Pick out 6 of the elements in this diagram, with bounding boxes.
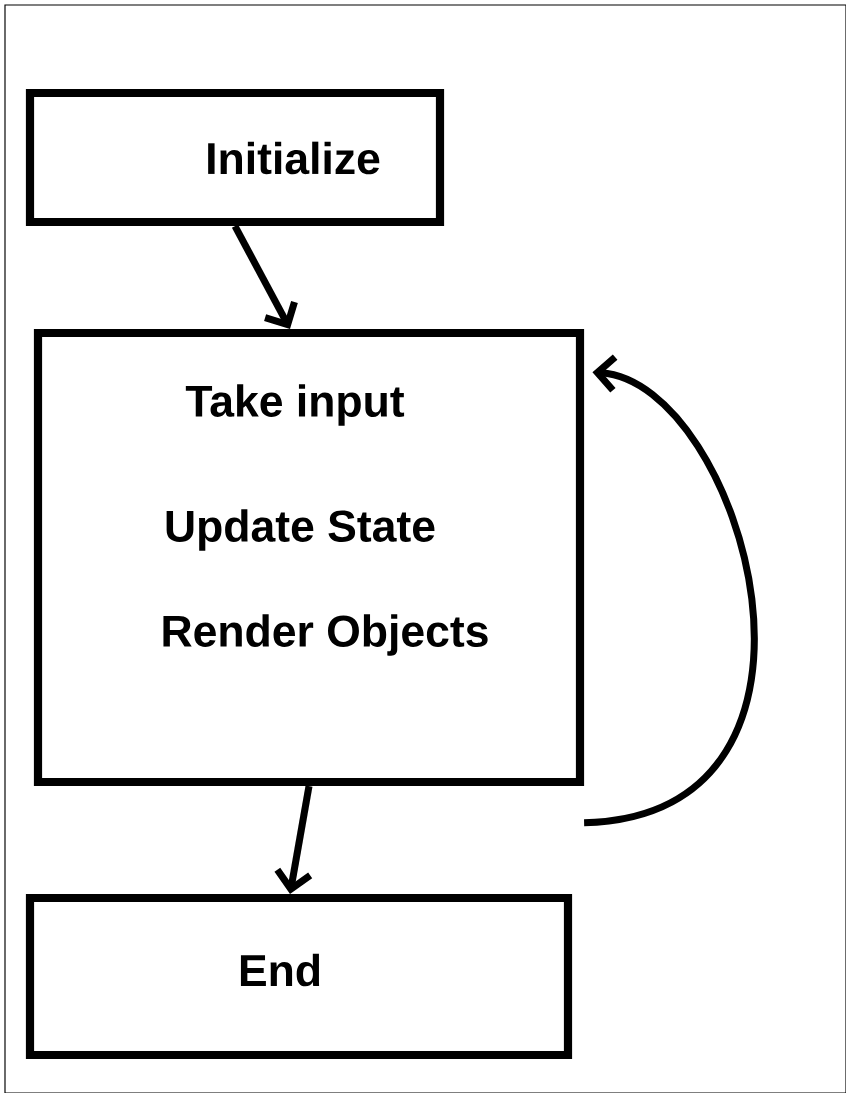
- process-box: End: [25, 893, 573, 1060]
- process-box: Initialize: [25, 88, 445, 227]
- arrow: [274, 785, 313, 894]
- arrow: [231, 224, 298, 329]
- arrow: [583, 354, 758, 827]
- process-box: Take input Update State Render Objects: [33, 328, 585, 787]
